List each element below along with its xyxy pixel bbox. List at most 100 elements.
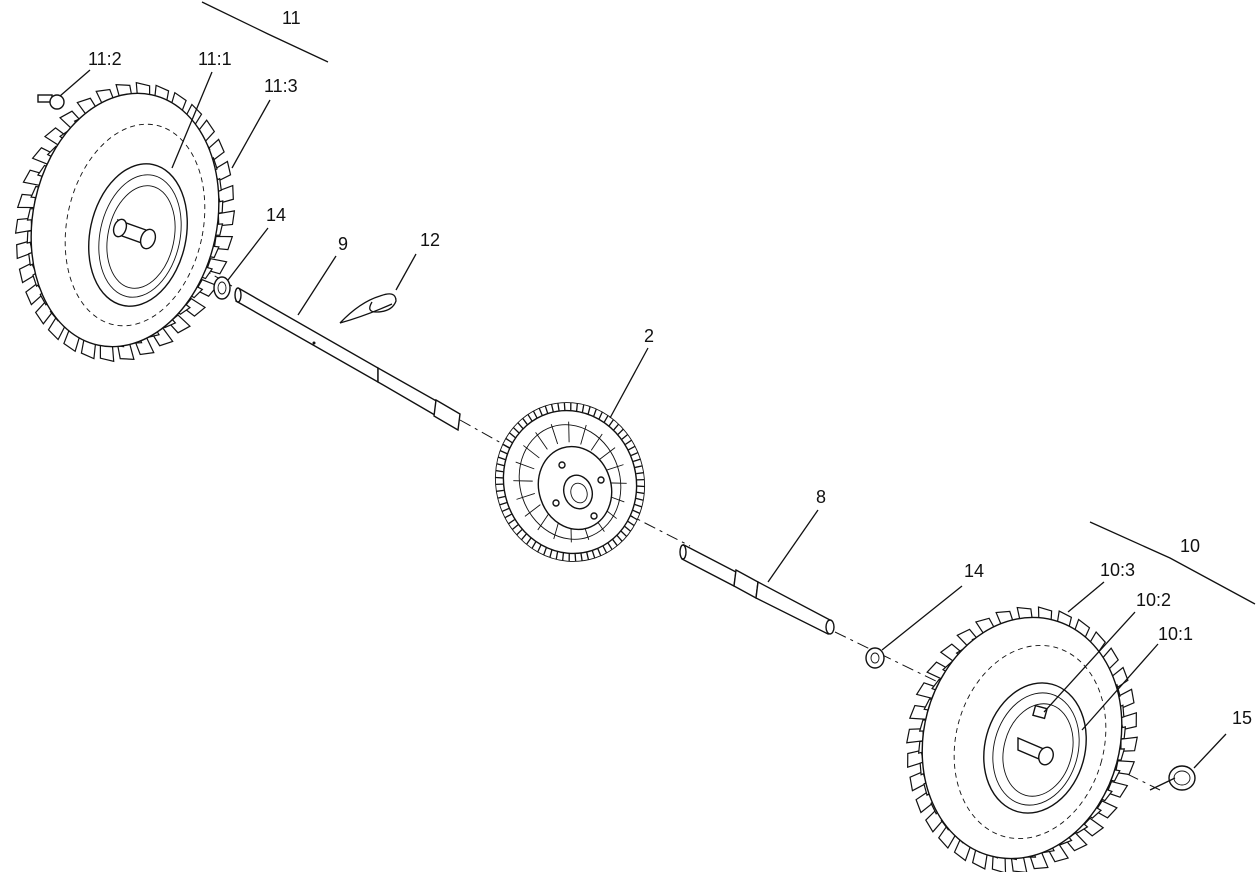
gear-tooth xyxy=(625,439,632,445)
axle-shaft-9 xyxy=(234,287,461,432)
gear-tooth xyxy=(574,553,577,562)
gear-tooth xyxy=(628,445,636,451)
gear-teeth xyxy=(494,402,646,562)
gear-tooth xyxy=(550,404,554,413)
gear-tooth xyxy=(636,491,645,495)
callout-10-2: 10:2 xyxy=(1136,590,1171,610)
gear-tooth xyxy=(497,456,506,461)
gear-tooth xyxy=(499,450,508,455)
gear-tooth xyxy=(593,408,597,417)
callout-11-1: 11:1 xyxy=(198,49,232,69)
gear-tooth xyxy=(617,428,624,435)
hairpin-clip-12 xyxy=(339,293,397,324)
gear-tooth xyxy=(543,547,547,556)
bolt-11-2 xyxy=(37,94,65,110)
gear-tooth xyxy=(607,542,613,550)
gear-tooth xyxy=(555,551,559,560)
callout-12: 12 xyxy=(420,230,440,250)
gear-tooth xyxy=(598,411,603,420)
gear-tooth xyxy=(616,534,623,542)
gear-tooth xyxy=(633,458,641,463)
axle-shaft-8 xyxy=(679,543,835,636)
gear-spoke xyxy=(515,461,535,470)
gear-tooth xyxy=(627,520,635,527)
washer-14-right xyxy=(865,647,885,669)
gear-tooth xyxy=(613,423,620,431)
gear-tooth xyxy=(636,472,644,475)
gear-tooth xyxy=(549,549,553,558)
gear-tooth xyxy=(508,519,515,525)
right-wheel-hub xyxy=(1017,704,1054,766)
callout-11-3: 11:3 xyxy=(264,76,298,96)
callout-labels: 11 11:2 11:1 11:3 14 9 12 2 8 10 14 10:3… xyxy=(88,8,1252,728)
callout-11-2: 11:2 xyxy=(88,49,122,69)
callout-15: 15 xyxy=(1232,708,1252,728)
gear-tooth xyxy=(520,533,527,541)
gear-tooth xyxy=(575,403,578,412)
callout-14-left: 14 xyxy=(266,205,286,225)
gear-tooth xyxy=(635,497,644,501)
gear-spoke xyxy=(550,424,559,445)
gear-tooth xyxy=(630,451,639,457)
gear-tooth xyxy=(620,530,628,537)
callout-14-right: 14 xyxy=(964,561,984,581)
callout-10-3: 10:3 xyxy=(1100,560,1135,580)
gear-spoke xyxy=(516,493,535,500)
washer-14-left xyxy=(213,276,231,300)
gear-tooth xyxy=(504,513,512,519)
gear-tooth xyxy=(508,432,516,439)
gear-tooth xyxy=(586,551,590,560)
gear-spoke xyxy=(523,445,540,459)
gear-tooth xyxy=(557,403,560,412)
gear-tooth xyxy=(537,544,542,553)
gear-spoke xyxy=(524,504,541,517)
gear-tooth xyxy=(634,465,643,469)
gear-tooth xyxy=(505,437,513,444)
gear-tooth xyxy=(496,489,504,492)
gear-outer-edge xyxy=(494,402,646,562)
gear-tooth xyxy=(608,419,615,427)
gear-tooth xyxy=(531,541,537,549)
callout-2: 2 xyxy=(644,326,654,346)
gear-tooth xyxy=(511,524,519,531)
gear-spoke xyxy=(535,432,548,450)
gear-spoke xyxy=(599,447,616,460)
lynch-pin-15 xyxy=(1149,765,1196,791)
gear-tooth xyxy=(603,415,609,423)
gear-tooth xyxy=(527,414,533,422)
gear-tooth xyxy=(581,404,585,413)
gear-tooth xyxy=(538,407,543,416)
left-wheel-hub xyxy=(112,218,157,250)
gear-tooth xyxy=(624,525,632,532)
gear-tooth xyxy=(516,529,523,536)
gear-tooth xyxy=(525,537,532,545)
gear-tooth xyxy=(522,417,528,426)
left-wheel-assembly xyxy=(14,81,236,363)
gear-tooth xyxy=(591,550,596,559)
gear-tooth xyxy=(630,515,638,521)
gear-tooth xyxy=(602,545,608,554)
tread-lug xyxy=(1106,780,1129,798)
right-wheel-assembly xyxy=(906,606,1138,872)
gear-tooth xyxy=(517,422,524,430)
callout-9: 9 xyxy=(338,234,348,254)
gear-tooth xyxy=(587,406,591,415)
gear-tooth xyxy=(597,548,602,557)
drive-gear-2 xyxy=(494,402,646,562)
gear-spoke xyxy=(590,433,603,451)
gear-tooth xyxy=(632,509,641,514)
gear-tooth xyxy=(501,507,510,513)
gear-spoke xyxy=(537,513,550,531)
gear-spoke xyxy=(580,424,587,445)
gear-tooth xyxy=(497,495,506,499)
gear-tooth xyxy=(499,501,507,506)
callout-11: 11 xyxy=(282,8,301,28)
callout-8: 8 xyxy=(816,487,826,507)
gear-tooth xyxy=(562,552,565,561)
callout-10: 10 xyxy=(1180,536,1200,556)
gear-tooth xyxy=(495,469,504,473)
leader-lines xyxy=(59,1,1256,769)
gear-tooth xyxy=(621,433,629,440)
gear-tooth xyxy=(544,405,549,414)
